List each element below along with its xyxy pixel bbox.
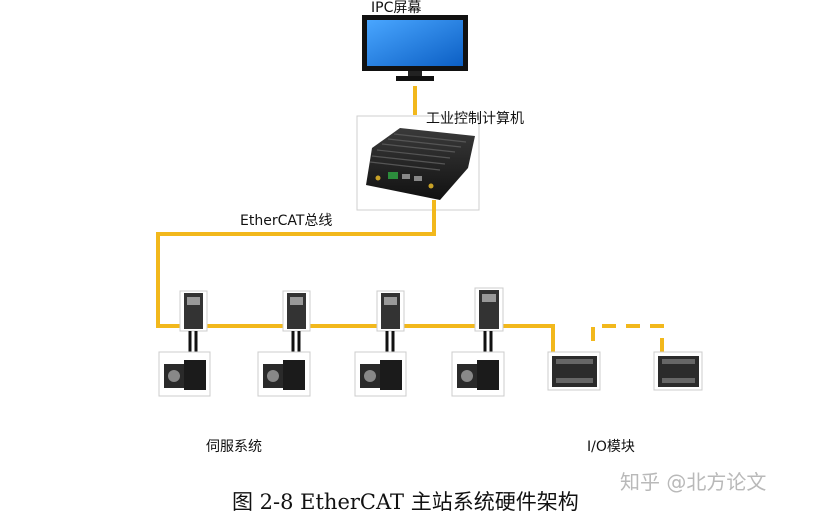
industrial-pc [356,115,480,211]
ethercat-bus-line [156,200,555,355]
servo-unit-4 [451,287,505,397]
watermark: 知乎 @北方论文 [620,470,767,494]
ethercat-bus-label: EtherCAT总线 [240,213,333,229]
io-module-2 [653,351,703,391]
servo-system-label: 伺服系统 [206,439,262,455]
servo-unit-1 [158,290,211,397]
io-dashed-link [591,324,664,352]
figure-caption: 图 2-8 EtherCAT 主站系统硬件架构 [232,490,579,514]
industrial-pc-label: 工业控制计算机 [426,111,524,127]
ipc-screen-label: IPC屏幕 [371,0,422,16]
io-module-label: I/O模块 [587,439,635,455]
ipc-monitor [362,15,468,81]
io-module-1 [547,351,601,391]
servo-unit-3 [354,290,407,397]
servo-unit-2 [257,290,311,397]
